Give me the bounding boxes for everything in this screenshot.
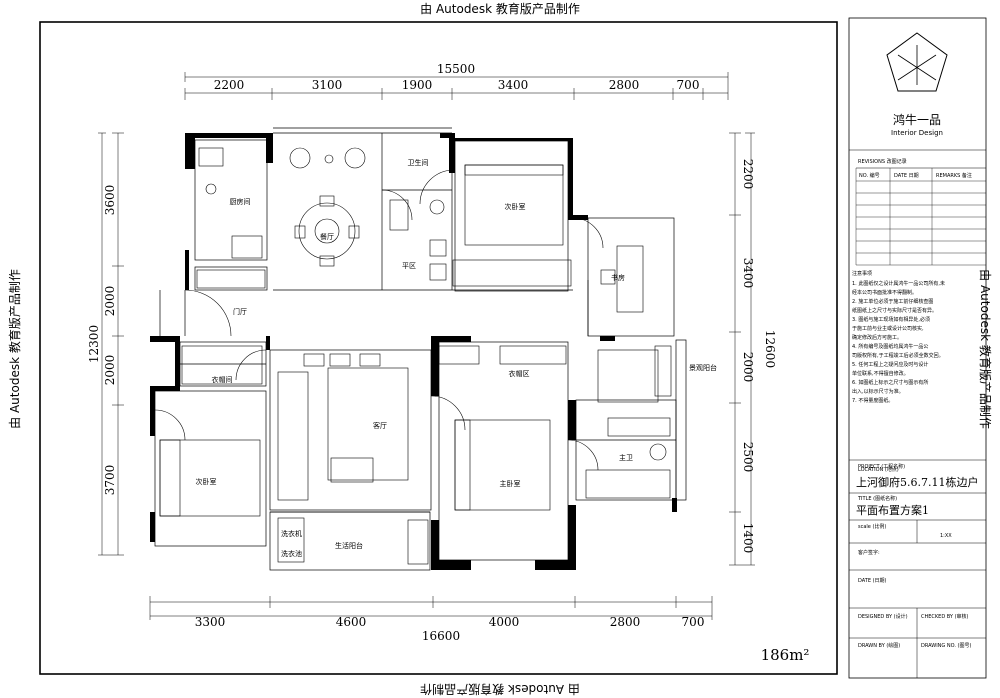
dim-left-4: 3700	[103, 465, 117, 496]
note-line: 1. 此图纸仅之设计属鸿牛一品公司所有,未	[852, 280, 945, 287]
rev-col-date: DATE 日期	[894, 173, 919, 179]
project-label: PROJECT (工程名称)	[858, 463, 905, 470]
dim-right-3: 2000	[741, 352, 755, 383]
notes-header: 注意事项	[852, 270, 872, 277]
scale-label: scale (比例)	[858, 523, 886, 530]
note-line: 5. 任何工程上之疑问应及时与设计	[852, 361, 928, 368]
dim-bottom-5: 700	[682, 615, 705, 629]
room-kitchen: 厨房间	[230, 197, 251, 206]
note-line: 6. 如图纸上标示之尺寸与图示有所	[852, 379, 928, 386]
note-line: 2. 施工单位必须于施工前仔细核查图	[852, 298, 933, 305]
dim-right-5: 1400	[741, 523, 755, 554]
client-sign-label: 客户签字:	[858, 549, 880, 556]
note-line: 经本公司书面批准不得翻制。	[852, 289, 917, 296]
dim-right-2: 3400	[741, 258, 755, 289]
dim-top-1: 2200	[214, 78, 245, 92]
dim-top-2: 3100	[312, 78, 343, 92]
designed-by-label: DESIGNED BY (设计)	[858, 613, 908, 620]
room-dining: 餐厅	[320, 232, 334, 241]
room-wardrobe-area: 衣帽区	[509, 369, 530, 378]
rev-col-no: NO. 编号	[859, 172, 880, 179]
note-line: 7. 不得量度图纸。	[852, 397, 893, 404]
watermark-top: 由 Autodesk 教育版产品制作	[420, 2, 580, 16]
room-master: 主卧室	[500, 479, 521, 488]
room-master-bath: 主卫	[619, 453, 633, 462]
note-line: 4. 所有编号及图纸均属鸿牛一品公	[852, 343, 928, 350]
dim-top-total: 15500	[437, 62, 475, 76]
revisions-header: REVISIONS 改图记录	[858, 158, 907, 165]
dimension-lines	[98, 72, 755, 620]
dim-right-4: 2500	[741, 442, 755, 473]
dim-top-6: 700	[677, 78, 700, 92]
dim-left-2: 2000	[103, 286, 117, 317]
company-name: 鸿牛一品	[893, 112, 941, 127]
dim-bottom-4: 2800	[610, 615, 641, 629]
walls	[150, 133, 677, 570]
dim-right-total: 12600	[763, 330, 777, 368]
title-block: 鸿牛一品 Interior Design REVISIONS 改图记录 NO. …	[849, 32, 986, 678]
drawing-frame	[39, 21, 838, 675]
dim-top-5: 2800	[609, 78, 640, 92]
room-laundry-sink: 洗衣池	[281, 549, 302, 558]
room-living: 客厅	[373, 421, 387, 430]
rev-col-remarks: REMARKS 备注	[936, 172, 972, 179]
note-line: 单位联系,不得擅自修改。	[852, 370, 909, 377]
note-line: 出入,以标示尺寸为准。	[852, 388, 904, 395]
location-label-visible: LOCATION (地点)	[858, 466, 899, 473]
area-label: 186m²	[761, 646, 810, 664]
note-line: 纸图纸上之尺寸与实际尺寸是否有异。	[852, 307, 937, 314]
title-label: TITLE (图纸名称)	[857, 495, 897, 502]
room-view-balcony: 景观阳台	[689, 363, 717, 372]
drawing-title: 平面布置方案1	[856, 503, 929, 517]
room-cloakroom: 衣帽间	[212, 375, 233, 384]
room-study: 书房	[611, 273, 625, 282]
note-line: 3. 图纸与施工现场如有相异处,必须	[852, 316, 930, 323]
dim-bottom-total: 16600	[422, 629, 460, 643]
title-block-frame	[848, 17, 987, 679]
checked-by-label: CHECKED BY (审核)	[921, 613, 969, 620]
scale-value: 1:XX	[940, 533, 952, 539]
note-line: 确定修改后方可施工。	[852, 334, 902, 341]
dim-bottom-1: 3300	[195, 615, 226, 629]
note-line: 于施工前与业主或设计公司核实,	[852, 325, 924, 332]
dim-top-3: 1900	[402, 78, 433, 92]
interior-lines	[154, 127, 687, 571]
room-balcony: 生活阳台	[335, 541, 363, 550]
dim-left-total: 12300	[87, 325, 101, 363]
room-bedroom-ne: 次卧室	[505, 202, 526, 211]
room-laundry-machine: 洗衣机	[281, 529, 302, 538]
dim-left-3: 2000	[103, 355, 117, 386]
notes-list: 1. 此图纸仅之设计属鸿牛一品公司所有,未 经本公司书面批准不得翻制。 2. 施…	[852, 280, 945, 404]
drawn-by-label: DRAWN BY (绘图)	[858, 642, 900, 649]
drawing-no-label: DRAWING NO. (图号)	[921, 643, 971, 649]
furniture	[159, 147, 672, 565]
company-logo	[886, 32, 948, 92]
company-name-en: Interior Design	[891, 129, 943, 137]
dim-left-1: 3600	[103, 185, 117, 216]
room-bathroom: 卫生间	[408, 158, 429, 167]
location-value: 上河御府5.6.7.11栋边户	[856, 475, 978, 489]
room-bedroom-sw: 次卧室	[196, 477, 217, 486]
door-swings	[154, 169, 604, 471]
date-label: DATE (日期)	[858, 578, 887, 584]
room-foyer: 门厅	[233, 307, 247, 316]
dim-top-4: 3400	[498, 78, 529, 92]
dim-right-1: 2200	[741, 159, 755, 190]
dim-bottom-3: 4000	[489, 615, 520, 629]
dim-bottom-2: 4600	[336, 615, 367, 629]
room-platform: 平区	[402, 262, 416, 270]
note-line: 司版权所有,于工程竣工后必须全数交回。	[852, 352, 944, 359]
